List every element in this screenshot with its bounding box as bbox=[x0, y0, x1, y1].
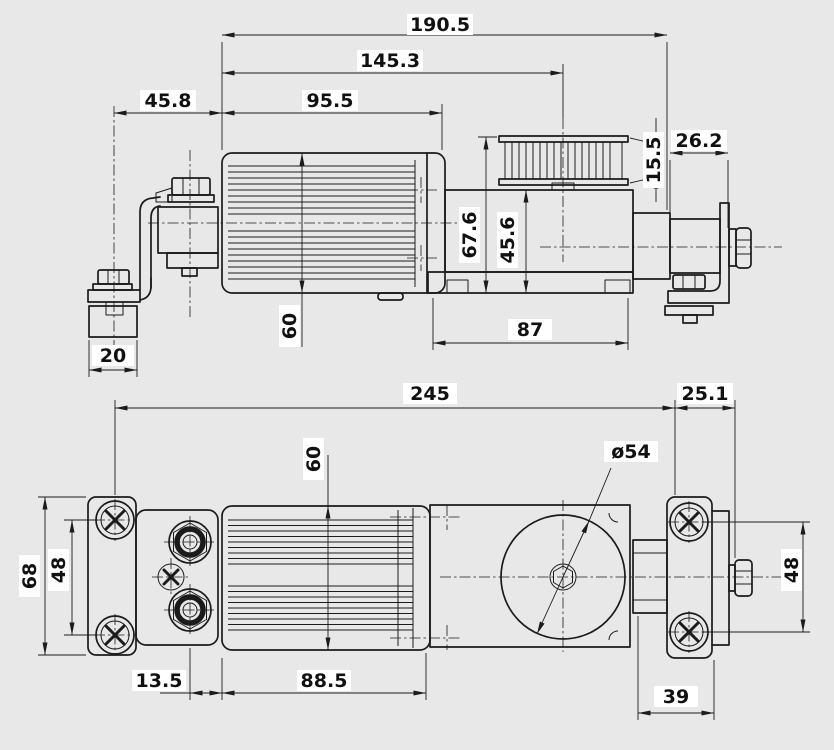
dim-label-88-5: 88.5 bbox=[297, 670, 351, 692]
svg-text:48: 48 bbox=[48, 557, 70, 583]
dim-label-45-8: 45.8 bbox=[140, 90, 196, 112]
svg-text:95.5: 95.5 bbox=[307, 90, 354, 112]
dim-label-87: 87 bbox=[508, 319, 552, 341]
dim-label-67-6: 67.6 bbox=[459, 207, 481, 263]
dimensions-top: 190.5 145.3 95.5 45.8 26.2 15.5 67.6 45.… bbox=[88, 14, 729, 377]
svg-text:45.8: 45.8 bbox=[145, 90, 192, 112]
centerlines-bottom bbox=[390, 500, 782, 652]
dim-label-60-bottom: 60 bbox=[303, 438, 325, 480]
pulley-teeth bbox=[511, 142, 611, 179]
motor-body-side bbox=[221, 152, 446, 301]
dim-label-13-5: 13.5 bbox=[132, 670, 186, 692]
svg-text:190.5: 190.5 bbox=[410, 14, 470, 36]
timing-pulley bbox=[498, 135, 629, 191]
svg-text:13.5: 13.5 bbox=[136, 670, 183, 692]
dim-label-68: 68 bbox=[19, 555, 41, 597]
svg-text:48: 48 bbox=[781, 557, 803, 583]
dim-label-45-6: 45.6 bbox=[497, 212, 519, 268]
cooling-fins-plan-upper bbox=[228, 519, 413, 565]
dim-label-60-top: 60 bbox=[279, 305, 301, 347]
bolt-tip-right bbox=[682, 314, 698, 324]
svg-text:88.5: 88.5 bbox=[301, 670, 348, 692]
svg-text:67.6: 67.6 bbox=[459, 212, 481, 259]
base-plate bbox=[427, 271, 634, 294]
dim-label-190-5: 190.5 bbox=[407, 14, 473, 36]
svg-text:45.6: 45.6 bbox=[497, 217, 519, 264]
svg-text:20: 20 bbox=[100, 345, 126, 367]
svg-text:87: 87 bbox=[517, 319, 543, 341]
svg-text:68: 68 bbox=[19, 563, 41, 589]
mounting-plate-right bbox=[666, 496, 753, 659]
dim-label-20: 20 bbox=[92, 345, 134, 367]
bottom-view: 245 25.1 60 ø54 68 48 13.5 88.5 39 48 bbox=[19, 383, 810, 720]
dim-label-145-3: 145.3 bbox=[357, 50, 423, 72]
dim-label-25-1: 25.1 bbox=[677, 383, 733, 405]
cooling-fins-upper bbox=[228, 165, 415, 215]
dim-label-95-5: 95.5 bbox=[302, 90, 358, 112]
dimensions-bottom: 245 25.1 60 ø54 68 48 13.5 88.5 39 48 bbox=[19, 383, 810, 720]
mounting-bracket-left bbox=[87, 177, 219, 338]
output-shaft bbox=[632, 212, 721, 280]
cooling-fins-plan-lower bbox=[228, 585, 413, 631]
connector-block bbox=[135, 509, 219, 646]
pulley-hub bbox=[551, 182, 575, 191]
coupling bbox=[632, 539, 668, 614]
shaft-end-bolt bbox=[735, 227, 752, 269]
dim-label-26-2: 26.2 bbox=[671, 130, 727, 152]
cable-gland-bottom bbox=[164, 584, 216, 636]
ground-screw bbox=[152, 558, 190, 596]
mount-nut bbox=[171, 177, 211, 196]
side-bolt-head bbox=[734, 559, 753, 597]
svg-text:15.5: 15.5 bbox=[643, 137, 665, 184]
top-view: 190.5 145.3 95.5 45.8 26.2 15.5 67.6 45.… bbox=[87, 14, 782, 377]
cable-gland-top bbox=[164, 516, 216, 568]
motor-body-plan bbox=[221, 505, 431, 651]
bracket-tab bbox=[155, 187, 173, 203]
foot-nut bbox=[97, 269, 130, 285]
dim-label-48-right: 48 bbox=[781, 549, 803, 591]
screw-bottom-left bbox=[94, 614, 136, 656]
bracket-strip bbox=[139, 196, 161, 291]
anchor-block bbox=[88, 305, 138, 338]
svg-text:60: 60 bbox=[279, 313, 301, 339]
gearbox-face-plan bbox=[429, 504, 631, 648]
dim-label-39: 39 bbox=[654, 686, 698, 708]
cooling-fins-lower bbox=[228, 230, 415, 280]
cable-boss bbox=[377, 292, 404, 301]
mount-block bbox=[157, 206, 219, 254]
shaft-end-flange bbox=[728, 228, 737, 267]
svg-text:ø54: ø54 bbox=[611, 441, 651, 463]
svg-text:26.2: 26.2 bbox=[676, 130, 723, 152]
dim-label-d54: ø54 bbox=[604, 441, 658, 463]
mounting-plate-left bbox=[87, 496, 137, 656]
svg-text:25.1: 25.1 bbox=[682, 383, 729, 405]
mount-washer bbox=[167, 194, 215, 203]
bracket-nut-right bbox=[672, 274, 706, 290]
screw-top-left bbox=[94, 499, 136, 541]
dim-label-48-left: 48 bbox=[48, 549, 70, 591]
dim-label-245: 245 bbox=[403, 383, 457, 405]
centerlines-top bbox=[113, 106, 782, 350]
foot-stud bbox=[105, 301, 124, 316]
foot-washer bbox=[92, 283, 133, 291]
mounting-bracket-right bbox=[664, 202, 752, 324]
dim-label-15-5: 15.5 bbox=[643, 132, 665, 188]
svg-text:245: 245 bbox=[410, 383, 450, 405]
svg-text:39: 39 bbox=[663, 686, 689, 708]
output-hex bbox=[553, 565, 573, 589]
side-bolt-flange bbox=[728, 564, 736, 592]
svg-text:60: 60 bbox=[303, 446, 325, 472]
svg-text:145.3: 145.3 bbox=[360, 50, 420, 72]
bracket-washer-right bbox=[664, 305, 714, 316]
output-circle bbox=[500, 514, 626, 640]
